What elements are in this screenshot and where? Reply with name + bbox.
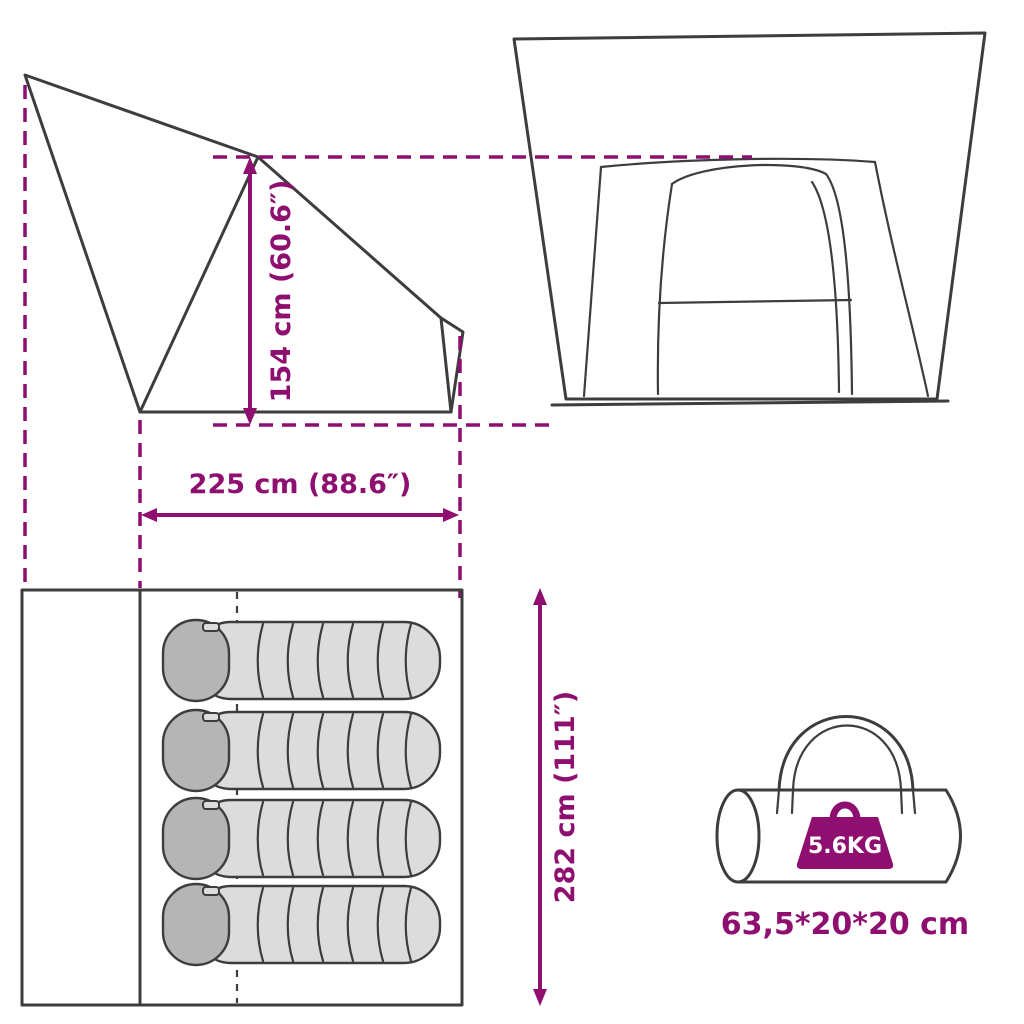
sleeping-bag-icon [161, 796, 442, 881]
weight-label: 5.6KG [808, 834, 882, 859]
dimension-extension-lines [23, 85, 752, 598]
carry-bag-size-label: 63,5*20*20 cm [721, 907, 969, 942]
inner-cabin-top-edge [599, 157, 877, 169]
arrowhead-down-icon [533, 989, 547, 1006]
door-top-arch [670, 163, 828, 186]
height-dimension: 154 cm (60.6″) [243, 157, 297, 425]
width-dimension: 225 cm (88.6″) [141, 469, 459, 522]
door-right-edge-inner [810, 180, 841, 394]
carry-bag-handle-inner [791, 724, 903, 792]
carry-bag-body [736, 788, 962, 884]
arrowhead-down-icon [243, 408, 257, 425]
tent-side-view [23, 73, 465, 414]
inner-cabin-right-edge [873, 160, 930, 398]
door-right-edge-outer [824, 172, 854, 396]
arrowhead-left-icon [141, 508, 157, 522]
depth-dimension-label: 282 cm (111″) [550, 691, 581, 903]
carry-bag-end-cap [715, 788, 761, 884]
arrowhead-up-icon [533, 588, 547, 605]
depth-dimension: 282 cm (111″) [533, 588, 581, 1006]
door-left-edge [656, 182, 674, 396]
sleeping-bag-icon [161, 618, 442, 703]
front-view-outer-shell [512, 31, 987, 401]
arrowhead-up-icon [243, 157, 257, 174]
arrowhead-right-icon [443, 508, 459, 522]
carry-bag-strap-stubs [775, 788, 917, 815]
weight-handle [829, 801, 861, 824]
inner-cabin-left-edge [582, 165, 603, 398]
weight-icon: 5.6KG [796, 801, 894, 869]
sleeping-bag-icon [161, 882, 442, 967]
side-view-roof-line [256, 155, 465, 414]
side-view-rear-edge [439, 316, 453, 414]
door-crossbar [657, 298, 853, 305]
tent-front-view [512, 31, 987, 407]
side-view-canopy-triangle [23, 73, 260, 414]
front-view-ground-line [550, 399, 950, 407]
tent-floor-plan [20, 588, 464, 1007]
weight-body [796, 817, 894, 869]
carry-bag-handle-outer [777, 715, 915, 792]
carry-bag-icon: 5.6KG 63,5*20*20 cm [715, 715, 969, 942]
width-dimension-label: 225 cm (88.6″) [189, 469, 412, 500]
height-dimension-label: 154 cm (60.6″) [266, 180, 297, 403]
sleeping-bag-icon [161, 708, 442, 793]
floor-plan-outline [20, 588, 464, 1007]
